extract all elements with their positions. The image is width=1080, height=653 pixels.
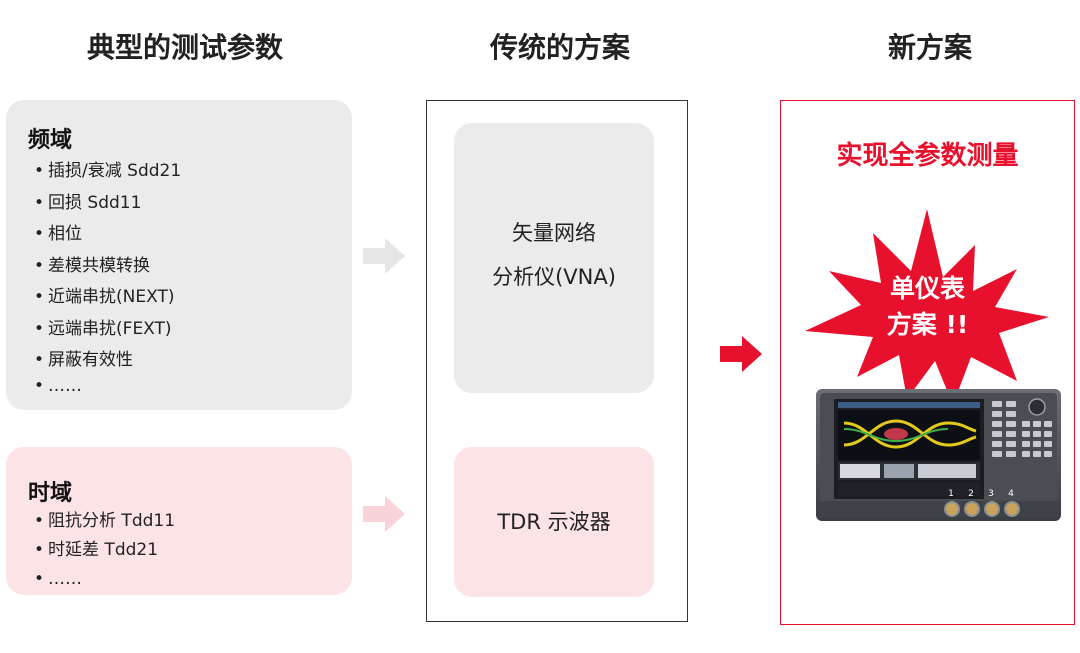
vna-label-line2: 分析仪(VNA) [492, 265, 616, 289]
burst-text-line2: 方案 !! [886, 310, 969, 339]
burst-text-line1: 单仪表 [889, 274, 965, 303]
column-title-typical: 典型的测试参数 [86, 31, 283, 64]
port-number: 2 [968, 489, 974, 499]
time-domain-box: 时域 阻抗分析 Tdd11 时延差 Tdd21 …… [6, 447, 352, 595]
list-item: 屏蔽有效性 [34, 345, 181, 377]
network-analyzer-image [816, 389, 1061, 521]
port-connector-icon [984, 501, 1000, 517]
port-1: 1 [944, 489, 960, 517]
tdr-box: TDR 示波器 [454, 447, 654, 597]
list-item: 时延差 Tdd21 [34, 536, 175, 565]
red-arrow-icon [720, 336, 762, 372]
tdr-label: TDR 示波器 [497, 510, 611, 534]
port-connector-icon [944, 501, 960, 517]
list-item: …… [34, 565, 175, 594]
list-item: 相位 [34, 219, 181, 251]
vna-box: 矢量网络 分析仪(VNA) [454, 123, 654, 393]
frequency-domain-heading: 频域 [28, 128, 73, 153]
frequency-parameter-list: 插损/衰减 Sdd21 回损 Sdd11 相位 差模共模转换 近端串扰(NEXT… [34, 156, 181, 395]
port-3: 3 [984, 489, 1000, 517]
pink-arrow-icon [363, 496, 405, 532]
new-solution-frame: 实现全参数测量 单仪表 方案 !! [780, 100, 1075, 625]
port-number: 3 [988, 489, 994, 499]
time-domain-heading: 时域 [28, 481, 73, 506]
gray-arrow-icon [363, 238, 405, 274]
list-item: 近端串扰(NEXT) [34, 282, 181, 314]
traditional-solution-frame: 矢量网络 分析仪(VNA) TDR 示波器 [426, 100, 688, 622]
list-item: 阻抗分析 Tdd11 [34, 507, 175, 536]
starburst-icon [805, 209, 1049, 405]
column-title-traditional: 传统的方案 [489, 31, 630, 64]
time-parameter-list: 阻抗分析 Tdd11 时延差 Tdd21 …… [34, 507, 175, 594]
port-4: 4 [1004, 489, 1020, 517]
port-connector-icon [964, 501, 980, 517]
frequency-domain-box: 频域 插损/衰减 Sdd21 回损 Sdd11 相位 差模共模转换 近端串扰(N… [6, 100, 352, 410]
column-title-new: 新方案 [887, 31, 972, 64]
port-number: 1 [948, 489, 954, 499]
list-item: 回损 Sdd11 [34, 188, 181, 220]
port-connector-icon [1004, 501, 1020, 517]
port-2: 2 [964, 489, 980, 517]
list-item: 差模共模转换 [34, 251, 181, 283]
new-solution-headline: 实现全参数测量 [836, 141, 1019, 171]
port-number: 4 [1008, 489, 1014, 499]
list-item: 插损/衰减 Sdd21 [34, 156, 181, 188]
list-item: 远端串扰(FEXT) [34, 314, 181, 346]
vna-label-line1: 矢量网络 [512, 221, 596, 245]
list-item: …… [34, 377, 181, 395]
